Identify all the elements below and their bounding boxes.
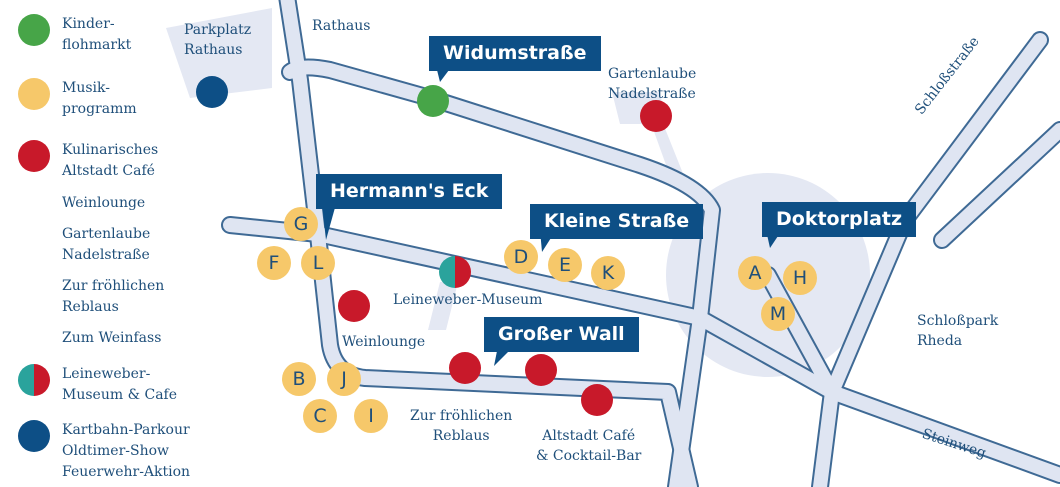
rathaus-label: Rathaus <box>312 18 371 34</box>
list-item: Nadelstraße <box>62 247 150 263</box>
legend-musikprogramm: Musik- programm <box>18 78 137 120</box>
list-item: Weinlounge <box>62 195 146 211</box>
reblaus-dot[interactable] <box>449 352 481 384</box>
legend-label: Museum & Cafe <box>62 387 178 403</box>
altstadt-label: Altstadt Café & Cocktail-Bar <box>536 426 641 466</box>
legend-leineweber: Leineweber- Museum & Cafe <box>18 364 177 406</box>
leineweber-label: Leineweber-Museum <box>393 292 543 308</box>
stage-c[interactable]: C <box>303 399 337 433</box>
reblaus-line: Reblaus <box>432 428 490 444</box>
parkplatz-line: Rathaus <box>184 42 243 58</box>
tag-grosser-wall[interactable]: Großer Wall <box>484 317 639 352</box>
parkplatz-area <box>166 8 272 98</box>
museum-path-area <box>428 282 458 330</box>
gartenlaube-label: Gartenlaube Nadelstraße <box>608 64 696 104</box>
list-item: Zum Weinfass <box>62 330 162 346</box>
stage-m[interactable]: M <box>761 297 795 331</box>
stage-b[interactable]: B <box>282 362 316 396</box>
parkplatz-label: Parkplatz Rathaus <box>184 20 251 60</box>
parkplatz-dot[interactable] <box>196 76 228 108</box>
list-item: Reblaus <box>62 299 119 315</box>
legend-label: Kinder- <box>62 16 115 32</box>
legend-label: flohmarkt <box>62 37 132 53</box>
leineweber-museum-dot[interactable] <box>439 256 471 288</box>
stage-g[interactable]: G <box>284 207 318 241</box>
kulinarisch-list: Weinlounge Gartenlaube Nadelstraße Zur f… <box>62 193 164 349</box>
legend-label: Kartbahn-Parkour <box>62 422 190 438</box>
stage-d[interactable]: D <box>504 240 538 274</box>
gartenlaube-line: Nadelstraße <box>608 86 696 102</box>
legend-label: Oldtimer-Show <box>62 443 170 459</box>
schlosspark-line: Rheda <box>917 333 963 349</box>
stage-j[interactable]: J <box>327 362 361 396</box>
kinderflohmarkt-dot[interactable] <box>417 85 449 117</box>
stage-i[interactable]: I <box>354 399 388 433</box>
parkplatz-line: Parkplatz <box>184 22 252 38</box>
list-item: Gartenlaube <box>62 226 151 242</box>
reblaus-label: Zur fröhlichen Reblaus <box>410 406 512 446</box>
green-dot-icon <box>18 14 50 46</box>
stage-l[interactable]: L <box>301 246 335 280</box>
legend-kartbahn: Kartbahn-Parkour Oldtimer-Show Feuerwehr… <box>18 420 190 483</box>
stage-h[interactable]: H <box>783 261 817 295</box>
schlosspark-label: Schloßpark Rheda <box>917 311 998 351</box>
legend-label: Musik- <box>62 80 110 96</box>
red-dot-icon <box>18 140 50 172</box>
legend-label: programm <box>62 101 137 117</box>
legend-label: Feuerwehr-Aktion <box>62 464 191 480</box>
tag-kleine-strasse[interactable]: Kleine Straße <box>530 204 704 239</box>
altstadt-line: Altstadt Café <box>542 428 636 444</box>
roads <box>221 0 1060 487</box>
stage-f[interactable]: F <box>257 246 291 280</box>
legend-label: Kulinarisches <box>62 142 159 158</box>
split-dot-icon <box>18 364 50 396</box>
stage-e[interactable]: E <box>548 248 582 282</box>
stage-a[interactable]: A <box>738 256 772 290</box>
legend-kinderflohmarkt: Kinder- flohmarkt <box>18 14 131 56</box>
altstadt-line: & Cocktail-Bar <box>536 448 642 464</box>
weinfass-dot[interactable] <box>525 354 557 386</box>
stage-k[interactable]: K <box>591 256 625 290</box>
tag-doktorplatz[interactable]: Doktorplatz <box>762 202 917 237</box>
list-item: Zur fröhlichen <box>62 278 165 294</box>
altstadt-cafe-dot[interactable] <box>581 384 613 416</box>
schlosspark-line: Schloßpark <box>917 313 999 329</box>
weinlounge-label: Weinlounge <box>342 334 426 350</box>
gartenlaube-line: Gartenlaube <box>608 66 697 82</box>
gartenlaube-path-area <box>652 126 684 176</box>
blue-dot-icon <box>18 420 50 452</box>
gartenlaube-dot[interactable] <box>640 100 672 132</box>
legend-kulinarisches: Kulinarisches Altstadt Café <box>18 140 158 182</box>
tag-hermanns-eck[interactable]: Hermann's Eck <box>316 174 503 209</box>
yellow-dot-icon <box>18 78 50 110</box>
weinlounge-dot[interactable] <box>338 290 370 322</box>
legend-label: Altstadt Café <box>62 163 155 179</box>
legend-label: Leineweber- <box>62 366 151 382</box>
tag-widumstrasse[interactable]: Widumstraße <box>429 36 601 71</box>
reblaus-line: Zur fröhlichen <box>410 408 513 424</box>
